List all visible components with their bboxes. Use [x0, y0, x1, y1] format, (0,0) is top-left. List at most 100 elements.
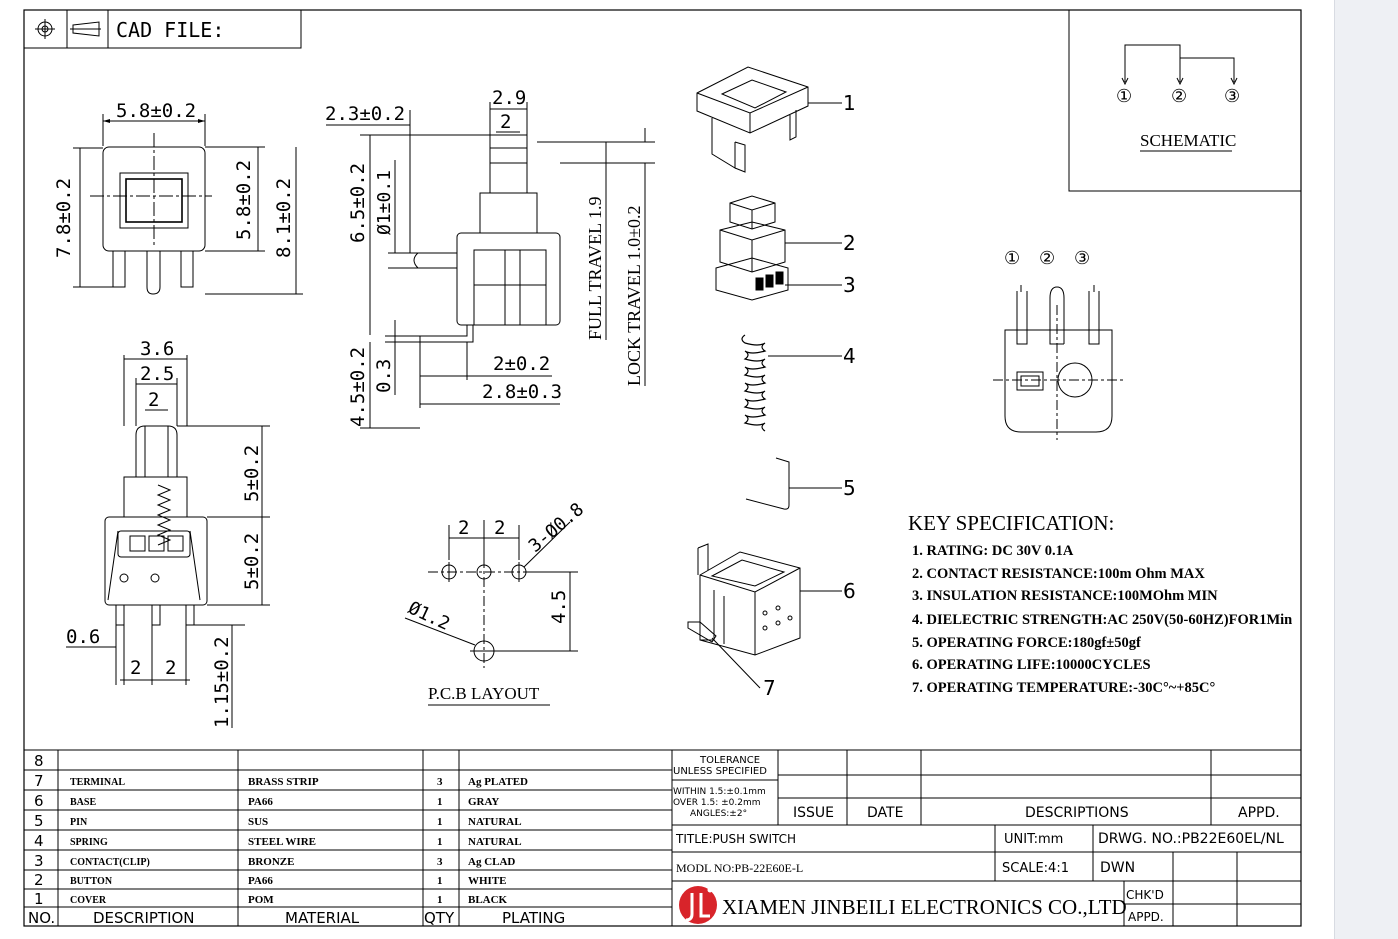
key-spec-heading: KEY SPECIFICATION: — [908, 511, 1114, 535]
dim-front-w1: 3.6 — [140, 338, 174, 360]
dim-hole-spacing-2: 2 — [494, 517, 505, 539]
tolerance-line-3: ANGLES:±2° — [690, 809, 747, 819]
bottom-pin-1: ① — [1004, 248, 1020, 269]
key-spec-item-1: 1. RATING: DC 30V 0.1A — [912, 543, 1074, 559]
title-block: TOLERANCE UNLESS SPECIFIED WITHIN 1.5:±0… — [672, 750, 1301, 926]
dim-hole-small: 3-Ø0.8 — [525, 499, 588, 557]
front-view: 3.6 2.5 2 5±0.2 5±0.2 0.6 2 2 1.15±0.2 — [66, 338, 270, 728]
bom-table: 8 7 TERMINAL BRASS STRIP 3 Ag PLATED 6 B… — [24, 749, 1301, 927]
part-number-4: 4 — [843, 344, 856, 368]
descriptions-label: DESCRIPTIONS — [1025, 805, 1129, 821]
key-specification: KEY SPECIFICATION: 1. RATING: DC 30V 0.1… — [908, 511, 1292, 696]
dim-front-w3: 2 — [148, 389, 159, 411]
dim-pin-length: 1.15±0.2 — [211, 636, 233, 728]
bom-row-1-desc: COVER — [70, 895, 107, 906]
bom-row-2-desc: BUTTON — [70, 876, 113, 887]
bom-header-qty: QTY — [424, 909, 455, 927]
bom-row-7-no: 7 — [34, 772, 44, 790]
bom-row-3-mat: BRONZE — [248, 856, 294, 868]
bom-row-5-qty: 1 — [437, 816, 443, 828]
dim-hole-spacing-1: 2 — [458, 517, 469, 539]
key-spec-item-7: 7. OPERATING TEMPERATURE:-30C°~+85C° — [912, 680, 1216, 696]
tolerance-title-1: TOLERANCE — [699, 755, 760, 766]
schematic-pin-3: ③ — [1224, 86, 1240, 107]
bom-row-6-plating: GRAY — [468, 796, 499, 808]
right-side-panel — [1334, 0, 1398, 939]
schematic-pin-2: ② — [1171, 86, 1187, 107]
part-number-5: 5 — [843, 476, 856, 500]
company-name: XIAMEN JINBEILI ELECTRONICS CO.,LTD — [722, 895, 1127, 919]
date-label: DATE — [867, 805, 903, 821]
bom-row-3-no: 3 — [34, 852, 44, 870]
part-number-7: 7 — [763, 676, 776, 700]
dim-left-height: 7.8±0.2 — [53, 178, 75, 258]
bom-row-3-desc: CONTACT(CLIP) — [70, 857, 150, 868]
bom-row-7-mat: BRASS STRIP — [248, 776, 319, 788]
part-number-6: 6 — [843, 579, 856, 603]
dim-lead-length: 4.5±0.2 — [347, 347, 369, 427]
part-number-1: 1 — [843, 91, 856, 115]
bom-header-no: NO. — [28, 909, 55, 927]
dim-hole-offset: 4.5 — [548, 590, 570, 624]
bom-row-6-mat: PA66 — [248, 796, 273, 808]
bom-row-7-desc: TERMINAL — [70, 777, 125, 788]
company-logo-icon — [679, 886, 717, 924]
bom-row-1-no: 1 — [34, 890, 44, 908]
bom-header-material: MATERIAL — [285, 909, 360, 927]
bom-row-4-plating: NATURAL — [468, 836, 522, 848]
pcb-layout-view: 2 2 3-Ø0.8 Ø1.2 4.5 P.C.B LAYOUT — [404, 499, 588, 706]
dim-side-offset: 2.3±0.2 — [325, 103, 405, 125]
key-spec-item-6: 6. OPERATING LIFE:10000CYCLES — [912, 657, 1151, 673]
scale-label: SCALE:4:1 — [1002, 861, 1069, 876]
bom-row-1-qty: 1 — [437, 894, 443, 906]
dim-plunger-inner: 2 — [500, 111, 511, 133]
schematic-title: SCHEMATIC — [1140, 131, 1236, 150]
appd-label-2: APPD. — [1128, 910, 1164, 924]
dim-plunger-width: 2.9 — [492, 87, 526, 109]
dim-front-h2: 5±0.2 — [241, 533, 263, 590]
tolerance-line-2: OVER 1.5: ±0.2mm — [673, 798, 760, 808]
bom-row-1-mat: POM — [248, 894, 274, 906]
dim-full-travel: FULL TRAVEL 1.9 — [585, 196, 605, 340]
key-spec-item-4: 4. DIELECTRIC STRENGTH:AC 250V(50-60HZ)F… — [912, 612, 1292, 628]
bom-row-4-no: 4 — [34, 832, 44, 850]
cad-file-label: CAD FILE: — [116, 18, 224, 42]
key-spec-item-3: 3. INSULATION RESISTANCE:100MOhm MIN — [912, 588, 1218, 604]
bottom-pin-3: ③ — [1074, 248, 1090, 269]
bom-row-2-qty: 1 — [437, 875, 443, 887]
appd-label: APPD. — [1238, 805, 1280, 821]
cad-file-box: CAD FILE: — [23, 9, 302, 49]
bom-header-plating: PLATING — [502, 909, 565, 927]
bom-row-2-no: 2 — [34, 871, 44, 889]
dim-lock-travel: LOCK TRAVEL 1.0±0.2 — [624, 205, 644, 386]
bom-row-3-qty: 3 — [437, 856, 443, 868]
bom-row-4-mat: STEEL WIRE — [248, 836, 316, 848]
bom-row-5-desc: PIN — [70, 817, 88, 828]
dim-pin-pitch-1: 2 — [130, 657, 141, 679]
tolerance-title-2: UNLESS SPECIFIED — [673, 766, 767, 777]
schematic-box: ① ② ③ SCHEMATIC — [1068, 9, 1302, 192]
bom-row-7-plating: Ag PLATED — [468, 776, 528, 788]
bom-row-6-qty: 1 — [437, 796, 443, 808]
dim-pin-width: 0.6 — [66, 626, 100, 648]
technical-drawing: CAD FILE: ① ② ③ SCHEMATIC 5.8±0.2 7.8±0.… — [23, 9, 1302, 927]
bom-row-5-no: 5 — [34, 812, 44, 830]
bom-row-2-mat: PA66 — [248, 875, 273, 887]
tolerance-line-1: WITHIN 1.5:±0.1mm — [673, 787, 766, 797]
bom-row-6-desc: BASE — [70, 797, 96, 808]
projection-symbol-icon — [35, 19, 101, 39]
pcb-layout-title: P.C.B LAYOUT — [428, 684, 540, 703]
dim-hole-big: Ø1.2 — [405, 597, 453, 634]
dim-inner-height: 5.8±0.2 — [233, 160, 255, 240]
top-view: 5.8±0.2 7.8±0.2 5.8±0.2 8.1±0.2 — [53, 100, 303, 295]
bom-row-5-mat: SUS — [248, 816, 268, 828]
dim-pitch-a: 2±0.2 — [493, 353, 550, 375]
dim-top-width: 5.8±0.2 — [116, 100, 196, 122]
drawing-number: DRWG. NO.:PB22E60EL/NL — [1098, 831, 1284, 847]
bottom-view: ① ② ③ — [993, 248, 1125, 440]
bom-row-5-plating: NATURAL — [468, 816, 522, 828]
bom-row-1-plating: BLACK — [468, 894, 508, 906]
issue-label: ISSUE — [793, 805, 834, 821]
dim-plunger-length: 6.5±0.2 — [347, 163, 369, 243]
key-spec-item-5: 5. OPERATING FORCE:180gf±50gf — [912, 635, 1141, 651]
